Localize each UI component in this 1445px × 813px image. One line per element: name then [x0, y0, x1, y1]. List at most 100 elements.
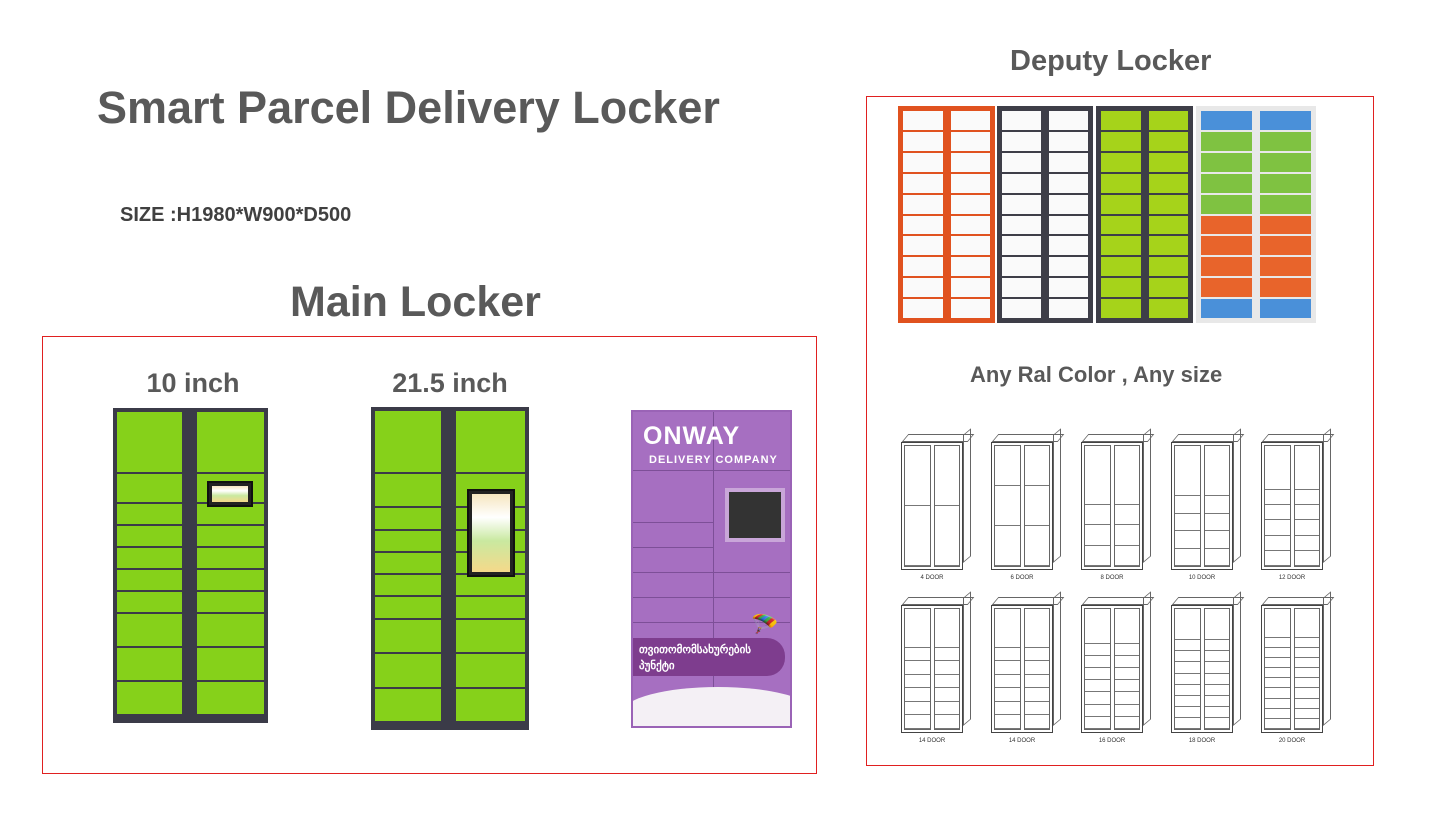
cabinet-door	[1002, 152, 1041, 172]
door-outline	[1024, 609, 1049, 648]
locker-door	[117, 526, 182, 546]
door-outline	[1265, 688, 1290, 699]
door-outline	[1175, 696, 1200, 707]
door-outline	[995, 648, 1020, 662]
cabinet-door	[1260, 111, 1311, 130]
cabinet-door	[1201, 257, 1252, 277]
door-outline	[1204, 651, 1229, 663]
cabinet-door	[1049, 236, 1088, 256]
door-outline	[1265, 446, 1290, 490]
door-outline	[1024, 526, 1049, 566]
locker-21-inch	[371, 407, 529, 730]
cabinet-door	[1148, 131, 1188, 151]
door-outline	[1204, 514, 1229, 532]
door-outline	[995, 675, 1020, 689]
cabinet-door	[950, 236, 990, 256]
door-outline	[934, 648, 959, 662]
door-drawing: 14 DOOR	[981, 591, 1065, 750]
touch-screen	[467, 489, 515, 577]
cabinet-door	[950, 111, 990, 130]
door-seam	[633, 547, 713, 548]
door-drawing: 20 DOOR	[1251, 591, 1335, 750]
door-outline	[1294, 446, 1319, 490]
door-outline	[1204, 549, 1229, 566]
door-outline	[1114, 546, 1139, 566]
cabinet-door	[903, 236, 943, 256]
cabinet-door	[1002, 278, 1041, 298]
cabinet-door	[1101, 236, 1141, 256]
cabinet-front	[1081, 605, 1143, 733]
parcel-icon: 🪂	[751, 612, 779, 637]
door-column	[994, 445, 1021, 567]
cabinet-door	[950, 299, 990, 319]
cabinet-door	[950, 278, 990, 298]
door-outline	[1294, 719, 1319, 730]
cabinet-door	[1260, 236, 1311, 256]
door-seam	[633, 622, 790, 623]
cabinet-column	[903, 111, 943, 319]
locker-door	[456, 688, 525, 721]
door-outline	[1294, 658, 1319, 669]
door-outline	[1114, 705, 1139, 717]
door-outline	[1024, 661, 1049, 675]
door-outline	[995, 526, 1020, 566]
cabinet-door	[1148, 215, 1188, 235]
locker-door	[117, 474, 182, 502]
door-outline	[1265, 609, 1290, 638]
locker-door	[375, 619, 441, 653]
locker-door	[197, 526, 264, 546]
main-locker-title: Main Locker	[290, 278, 541, 326]
locker-door	[375, 473, 441, 507]
door-outline	[1294, 536, 1319, 551]
door-outline	[1265, 536, 1290, 551]
locker-door	[456, 597, 525, 618]
door-outline	[1265, 709, 1290, 719]
cabinet-front	[1171, 442, 1233, 570]
door-outline	[1175, 674, 1200, 685]
door-outline	[905, 688, 930, 702]
door-column	[904, 608, 931, 730]
door-outline	[1175, 549, 1200, 566]
cabinet-door	[1101, 111, 1141, 130]
cabinet-door	[1148, 152, 1188, 172]
cabinet-door	[1101, 131, 1141, 151]
cabinet-door	[903, 131, 943, 151]
door-outline	[1085, 717, 1110, 730]
door-outline	[905, 446, 930, 506]
door-outline	[995, 661, 1020, 675]
cabinet-door	[950, 194, 990, 214]
door-outline	[1265, 668, 1290, 679]
cabinet-door	[1201, 111, 1252, 130]
cabinet-door	[950, 173, 990, 193]
door-outline	[1204, 609, 1229, 641]
door-outline	[1175, 609, 1200, 641]
cabinet-door	[1101, 299, 1141, 319]
door-outline	[1114, 609, 1139, 644]
door-outline	[1175, 446, 1200, 497]
cabinet-door	[1201, 194, 1252, 214]
door-outline	[905, 661, 930, 675]
cabinet-column	[950, 111, 990, 319]
cabinet-door	[1260, 278, 1311, 298]
cabinet-column	[1002, 111, 1041, 319]
door-outline	[1204, 696, 1229, 707]
door-seam	[633, 470, 790, 471]
door-outline	[995, 715, 1020, 730]
door-outline	[1085, 609, 1110, 644]
door-outline	[1175, 531, 1200, 549]
door-outline	[1085, 692, 1110, 705]
door-outline	[1204, 446, 1229, 497]
door-column	[1293, 608, 1320, 730]
door-outline	[1175, 662, 1200, 674]
drawing-label: 20 DOOR	[1278, 738, 1306, 744]
drawing-label: 6 DOOR	[1010, 575, 1034, 581]
door-outline	[1294, 638, 1319, 648]
door-outline	[1294, 505, 1319, 521]
door-column	[933, 445, 960, 567]
cabinet-door	[1201, 299, 1252, 319]
door-outline	[995, 688, 1020, 702]
cabinet-column	[1201, 111, 1252, 319]
cabinet-door	[1148, 111, 1188, 130]
door-drawing: 6 DOOR	[981, 428, 1065, 587]
cabinet-door	[1049, 131, 1088, 151]
